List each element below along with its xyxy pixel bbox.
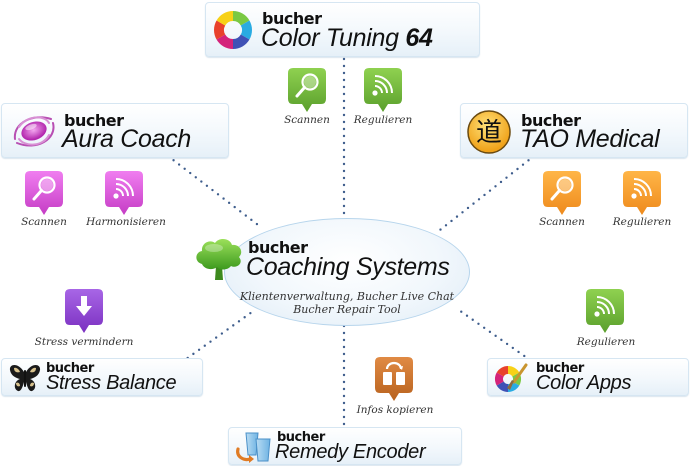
center-subtitle-line1: Klientenverwaltung, Bucher Live Chat <box>239 290 455 303</box>
product-name-text: Color Tuning <box>261 24 399 52</box>
connector-tao-medical <box>438 154 536 232</box>
product-brand: bucher <box>277 430 325 445</box>
center-subtitle-line2: Bucher Repair Tool <box>293 303 401 316</box>
color-wheel-icon <box>214 11 252 49</box>
product-name: TAO Medical <box>520 125 660 153</box>
product-tao-medical[interactable]: 道 bucher TAO Medical <box>460 103 688 158</box>
scan-function-icon[interactable] <box>25 171 63 215</box>
product-brand: bucher <box>64 111 124 130</box>
tao-glyph: 道 <box>476 118 502 148</box>
center-brand: bucher <box>248 238 308 257</box>
product-name: Color Apps <box>536 372 632 394</box>
regulate-function-icon[interactable] <box>623 171 661 215</box>
tree-icon <box>196 239 242 280</box>
tao-symbol-icon: 道 <box>467 110 511 154</box>
function-label: Scannen <box>21 216 67 228</box>
product-stress-balance[interactable]: bucher Stress Balance <box>1 358 203 396</box>
copy-info-function-icon[interactable] <box>375 357 413 401</box>
center-title: Coaching Systems <box>246 253 450 281</box>
function-label: Harmonisieren <box>86 216 166 228</box>
aura-swirl-icon <box>13 116 55 147</box>
connector-aura-coach <box>166 154 264 230</box>
product-color-tuning[interactable]: bucher Color Tuning 64 <box>205 2 480 57</box>
connector-stress-balance <box>180 310 254 364</box>
product-brand: bucher <box>536 361 584 376</box>
regulate-function-icon[interactable] <box>586 289 624 333</box>
scan-function-icon[interactable] <box>543 171 581 215</box>
function-label: Regulieren <box>353 114 413 126</box>
scan-function-icon[interactable] <box>288 68 326 112</box>
product-name: Aura Coach <box>62 125 192 153</box>
function-label: Regulieren <box>612 216 672 228</box>
product-remedy-encoder[interactable]: bucher Remedy Encoder <box>228 427 462 465</box>
product-color-apps[interactable]: bucher Color Apps <box>487 358 689 396</box>
function-label: Scannen <box>539 216 585 228</box>
function-label: Infos kopieren <box>356 404 434 416</box>
product-aura-coach[interactable]: bucher Aura Coach <box>1 103 229 158</box>
product-brand: bucher <box>521 111 581 130</box>
product-brand: bucher <box>262 9 322 28</box>
glasses-transfer-icon <box>236 432 271 463</box>
product-name: Remedy Encoder <box>275 441 426 463</box>
regulate-function-icon[interactable] <box>364 68 402 112</box>
function-label: Stress vermindern <box>34 336 134 348</box>
butterfly-icon <box>9 365 41 392</box>
harmonize-function-icon[interactable] <box>105 171 143 215</box>
stress-reduce-function-icon[interactable] <box>65 289 103 333</box>
palette-brush-icon <box>494 363 528 393</box>
product-brand: bucher <box>46 361 94 376</box>
product-name: Stress Balance <box>46 372 177 394</box>
center-hub <box>224 218 470 326</box>
product-name: Color Tuning 64 <box>261 26 433 51</box>
function-label: Scannen <box>284 114 330 126</box>
connector-color-apps <box>454 306 532 362</box>
product-name-suffix: 64 <box>405 24 433 52</box>
function-label: Regulieren <box>576 336 636 348</box>
